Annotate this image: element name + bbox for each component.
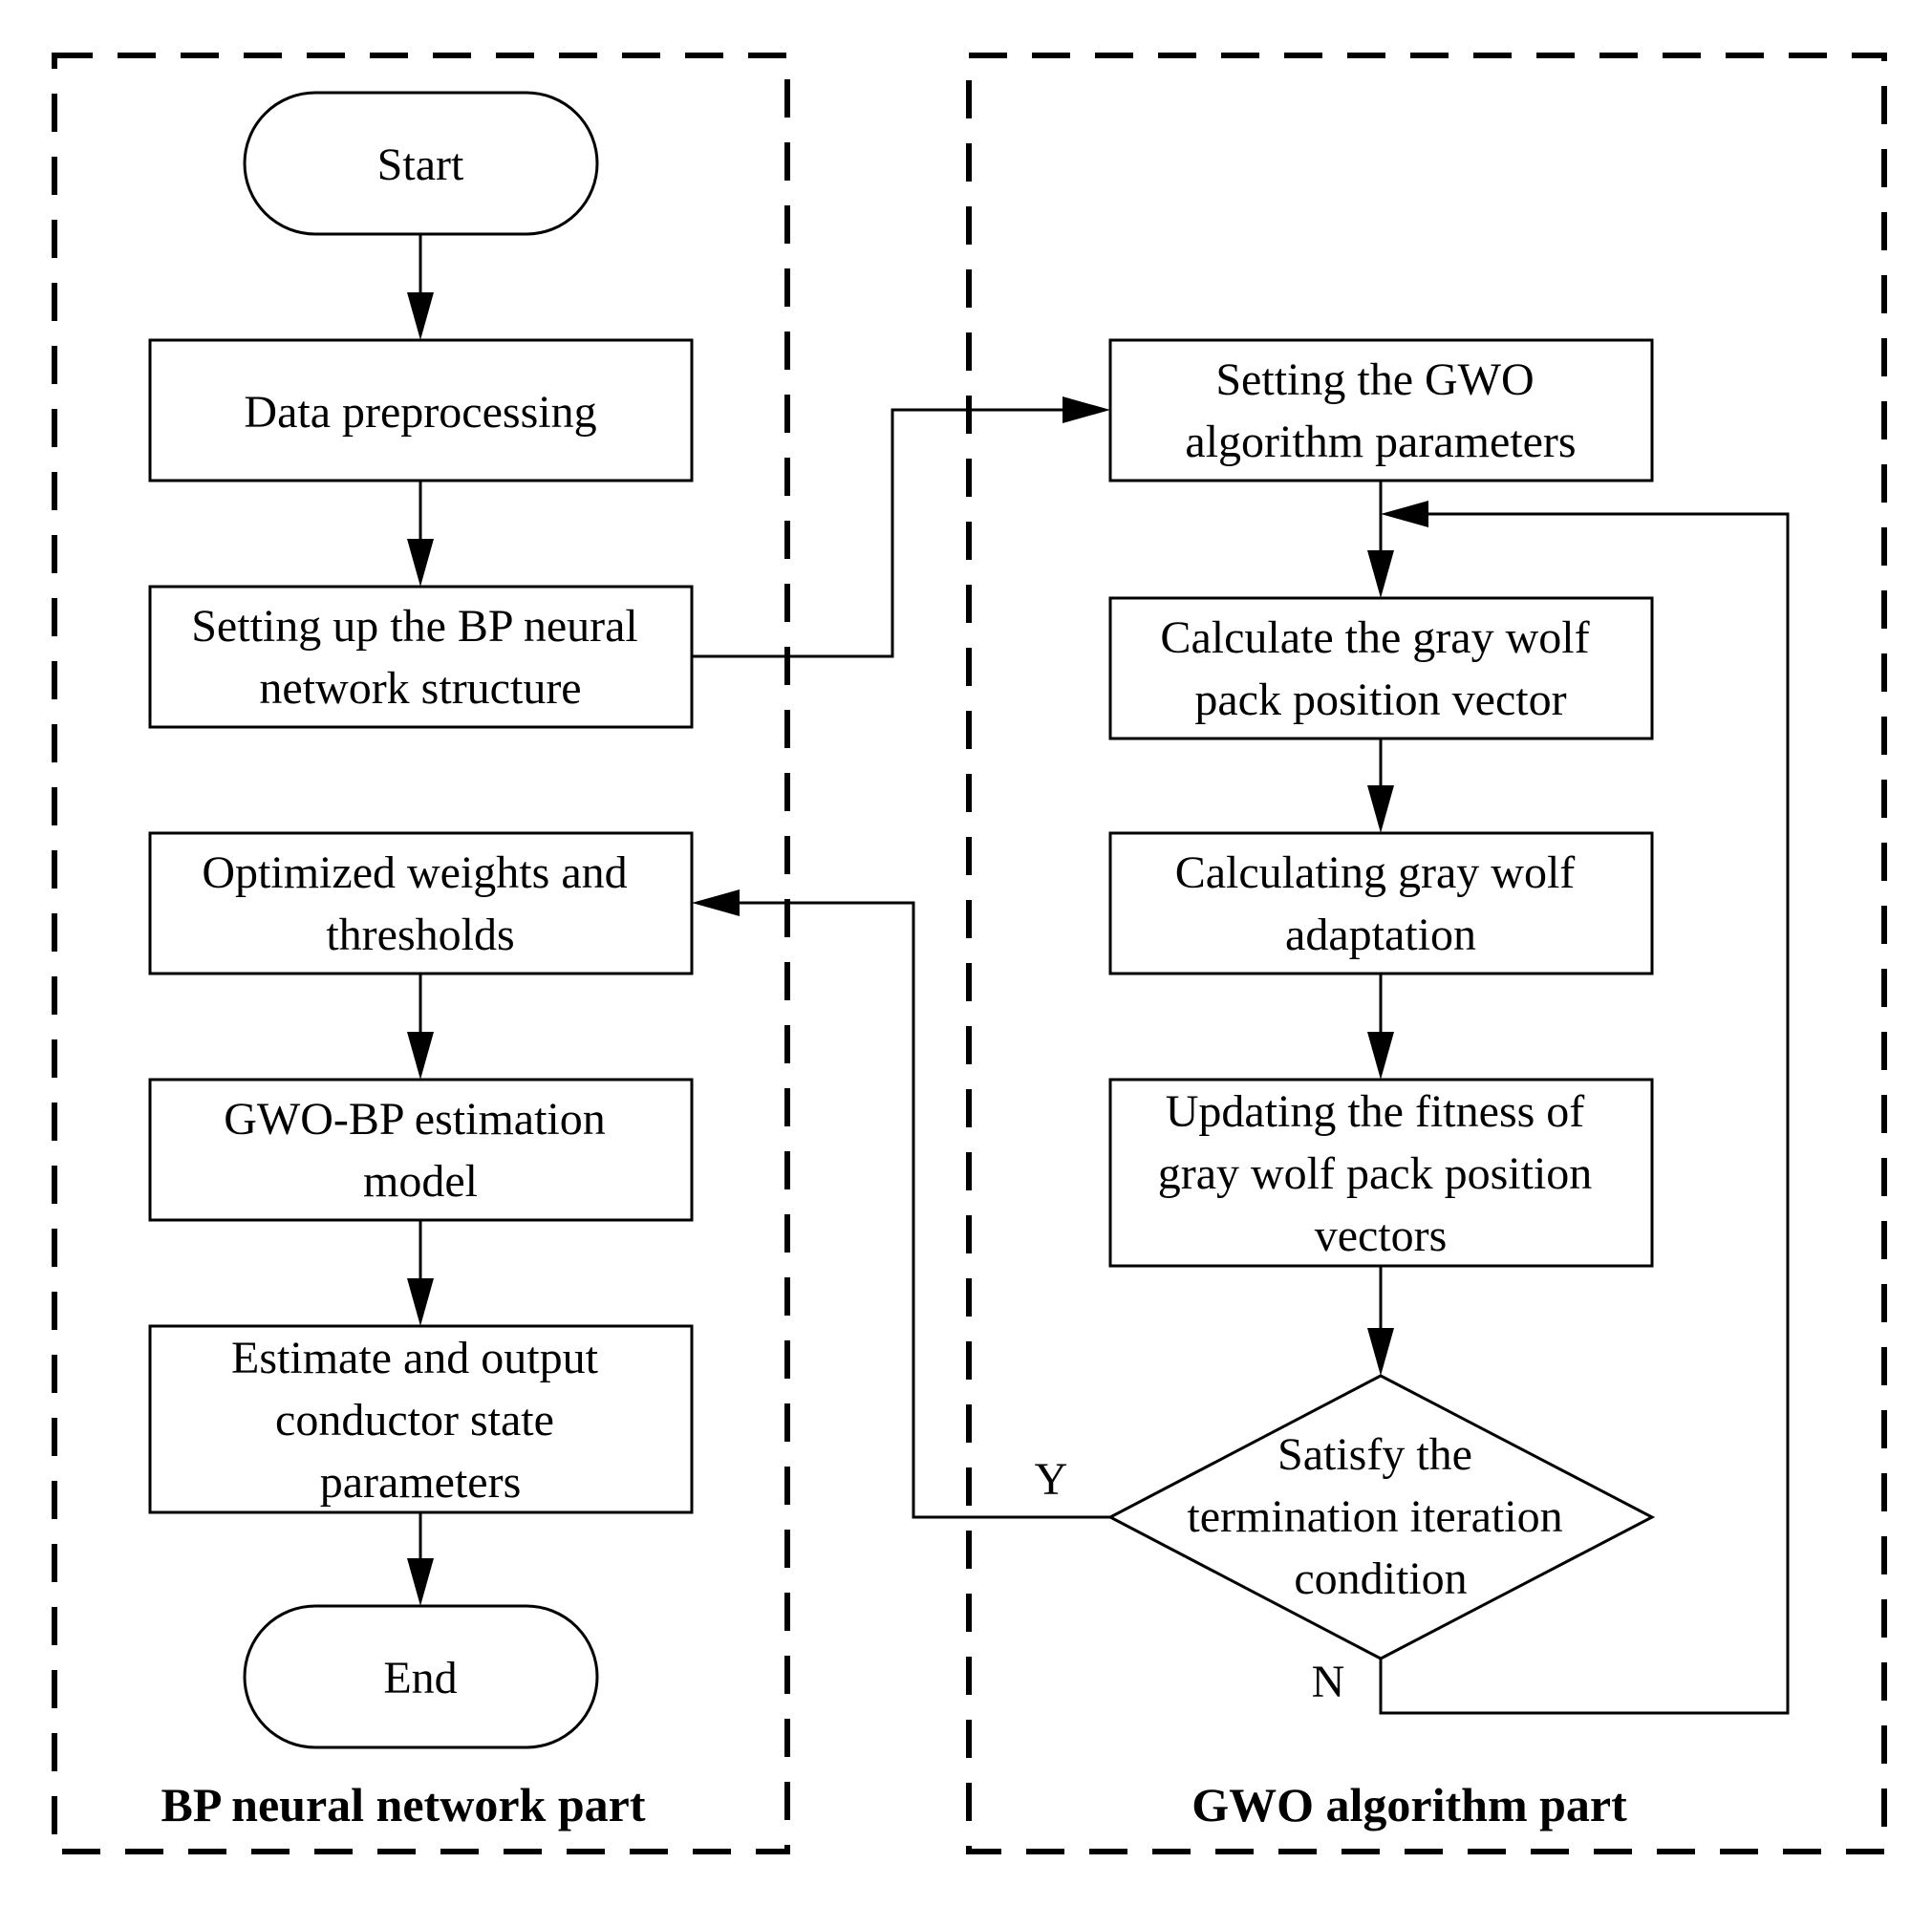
gwo-group-label: GWO algorithm part bbox=[1191, 1778, 1627, 1831]
edge-preprocessing-to-structure bbox=[407, 481, 434, 587]
edge-no-loop-back bbox=[1379, 501, 1790, 1715]
edge-weights-to-model bbox=[407, 974, 434, 1080]
end-node bbox=[243, 1604, 599, 1749]
optimized-weights-label: Optimized weights and thresholds bbox=[202, 847, 638, 960]
calc-position-label: Calculate the gray wolf pack position ve… bbox=[1160, 612, 1600, 725]
optimized-weights-node bbox=[148, 831, 694, 975]
yes-label: Y bbox=[1035, 1454, 1068, 1505]
update-fitness-node bbox=[1108, 1078, 1654, 1268]
edge-fitness-to-decision bbox=[1367, 1266, 1394, 1376]
edge-yes-to-optimized-weights bbox=[692, 889, 1110, 1519]
calc-adaptation-node bbox=[1108, 831, 1654, 975]
edge-parameters-to-position bbox=[1367, 481, 1394, 598]
calc-position-node bbox=[1108, 596, 1654, 740]
bp-group-label: BP neural network part bbox=[161, 1778, 646, 1831]
edge-structure-to-gwo-parameters bbox=[692, 396, 1110, 658]
no-label: N bbox=[1312, 1657, 1345, 1707]
data-preprocessing-label: Data preprocessing bbox=[244, 387, 596, 438]
edge-estimate-to-end bbox=[407, 1512, 434, 1606]
bp-structure-node bbox=[148, 585, 694, 729]
calc-adaptation-label: Calculating gray wolf adaptation bbox=[1175, 847, 1587, 960]
bp-structure-label: Setting up the BP neural network structu… bbox=[191, 601, 650, 714]
gwo-group-frame bbox=[966, 53, 1887, 1854]
start-label: Start bbox=[377, 139, 464, 190]
estimate-output-node bbox=[148, 1324, 694, 1514]
update-fitness-label: Updating the fitness of gray wolf pack p… bbox=[1158, 1086, 1604, 1261]
gwo-bp-model-node bbox=[148, 1078, 694, 1222]
termination-decision-label: Satisfy the termination iteration condit… bbox=[1187, 1429, 1574, 1604]
data-preprocessing-node bbox=[148, 338, 694, 482]
gwo-bp-model-label: GWO-BP estimation model bbox=[224, 1094, 617, 1207]
edge-start-to-preprocessing bbox=[407, 234, 434, 340]
edge-adaptation-to-fitness bbox=[1367, 974, 1394, 1080]
end-label: End bbox=[383, 1653, 457, 1703]
gwo-parameters-label: Setting the GWO algorithm parameters bbox=[1185, 354, 1576, 467]
gwo-parameters-node bbox=[1108, 338, 1654, 482]
edge-position-to-adaptation bbox=[1367, 739, 1394, 833]
edge-model-to-estimate bbox=[407, 1220, 434, 1326]
estimate-output-label: Estimate and output conductor state para… bbox=[231, 1333, 610, 1508]
